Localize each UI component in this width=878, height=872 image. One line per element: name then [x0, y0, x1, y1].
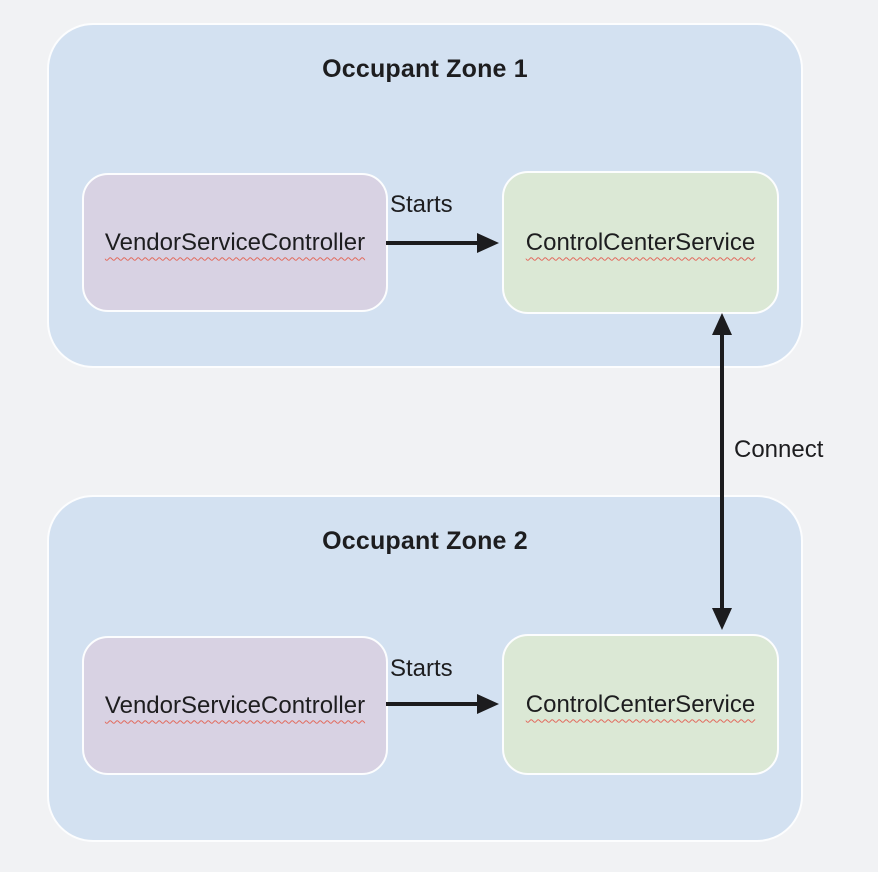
vendor-service-controller-box-zone1: VendorServiceController — [82, 173, 388, 312]
control-center-service-box-zone1: ControlCenterService — [502, 171, 779, 314]
vendor-service-controller-label-zone2: VendorServiceController — [104, 691, 366, 719]
zone-occupant-2: Occupant Zone 2 VendorServiceController … — [47, 495, 803, 842]
control-center-service-label-zone1: ControlCenterService — [525, 228, 756, 256]
zone-occupant-1: Occupant Zone 1 VendorServiceController … — [47, 23, 803, 368]
zone-2-title: Occupant Zone 2 — [322, 527, 528, 555]
connect-edge-label: Connect — [734, 436, 824, 463]
starts-edge-label-zone2: Starts — [390, 655, 453, 682]
vendor-service-controller-box-zone2: VendorServiceController — [82, 636, 388, 775]
control-center-service-box-zone2: ControlCenterService — [502, 634, 779, 775]
control-center-service-label-zone2: ControlCenterService — [525, 690, 756, 718]
zone-1-title: Occupant Zone 1 — [322, 55, 528, 83]
starts-edge-label-zone1: Starts — [390, 191, 453, 218]
vendor-service-controller-label-zone1: VendorServiceController — [104, 228, 366, 256]
